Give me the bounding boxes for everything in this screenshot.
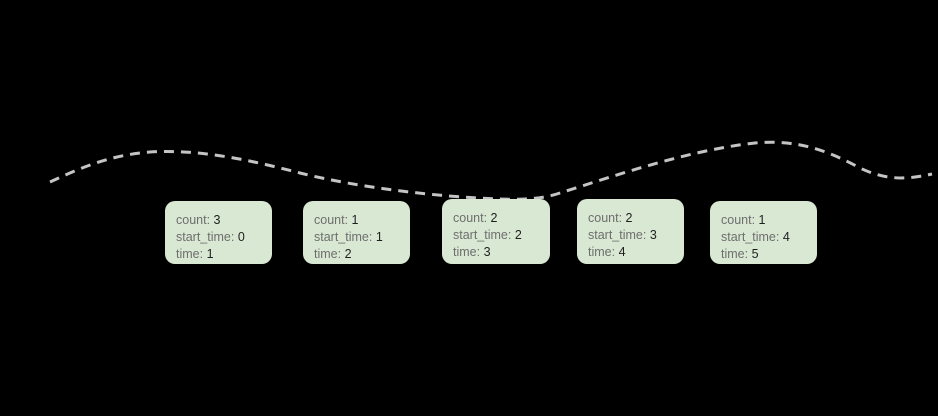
event-box-field-label: time: bbox=[588, 245, 616, 259]
event-box-field-label: start_time: bbox=[314, 230, 373, 244]
event-box-field-value: 1 bbox=[375, 230, 383, 244]
event-box-field-value: 2 bbox=[625, 211, 633, 225]
event-box-field: count: 1 bbox=[721, 212, 817, 229]
event-box-field-label: time: bbox=[176, 247, 204, 261]
event-box-field-value: 3 bbox=[213, 213, 221, 227]
event-box-field-value: 4 bbox=[618, 245, 626, 259]
event-box-field-value: 5 bbox=[751, 247, 759, 261]
event-box-field-value: 1 bbox=[758, 213, 766, 227]
event-box-field-label: count: bbox=[453, 211, 488, 225]
event-box-field: time: 4 bbox=[588, 244, 684, 261]
event-box-field-value: 0 bbox=[237, 230, 245, 244]
event-box-field-label: count: bbox=[314, 213, 349, 227]
event-box-field: time: 5 bbox=[721, 246, 817, 263]
event-box-field-label: start_time: bbox=[176, 230, 235, 244]
event-box-field-value: 2 bbox=[490, 211, 498, 225]
event-box-field-label: count: bbox=[176, 213, 211, 227]
event-box-field: count: 1 bbox=[314, 212, 410, 229]
event-box-field-value: 2 bbox=[344, 247, 352, 261]
event-box-field: time: 2 bbox=[314, 246, 410, 263]
event-box-field: count: 2 bbox=[453, 210, 550, 227]
event-box-field: count: 3 bbox=[176, 212, 272, 229]
event-box-field: start_time: 1 bbox=[314, 229, 410, 246]
dashed-trend-curve bbox=[49, 140, 933, 201]
event-box-field-value: 1 bbox=[351, 213, 359, 227]
event-box-field-value: 2 bbox=[514, 228, 522, 242]
event-box-field-label: start_time: bbox=[588, 228, 647, 242]
event-box-field: start_time: 0 bbox=[176, 229, 272, 246]
event-box-field-label: count: bbox=[588, 211, 623, 225]
event-box-field-value: 1 bbox=[206, 247, 214, 261]
event-box-field-label: count: bbox=[721, 213, 756, 227]
event-box-field: start_time: 2 bbox=[453, 227, 550, 244]
event-box-field: start_time: 3 bbox=[588, 227, 684, 244]
event-box-field-value: 4 bbox=[782, 230, 790, 244]
event-box-field: time: 1 bbox=[176, 246, 272, 263]
event-box-field-label: start_time: bbox=[721, 230, 780, 244]
event-box-field-label: time: bbox=[721, 247, 749, 261]
event-box-field-label: start_time: bbox=[453, 228, 512, 242]
event-box-field-label: time: bbox=[314, 247, 342, 261]
event-box-field: count: 2 bbox=[588, 210, 684, 227]
event-box-field-value: 3 bbox=[483, 245, 491, 259]
event-box-field: start_time: 4 bbox=[721, 229, 817, 246]
event-box-field-value: 3 bbox=[649, 228, 657, 242]
event-box-field: time: 3 bbox=[453, 244, 550, 261]
event-box-field-label: time: bbox=[453, 245, 481, 259]
